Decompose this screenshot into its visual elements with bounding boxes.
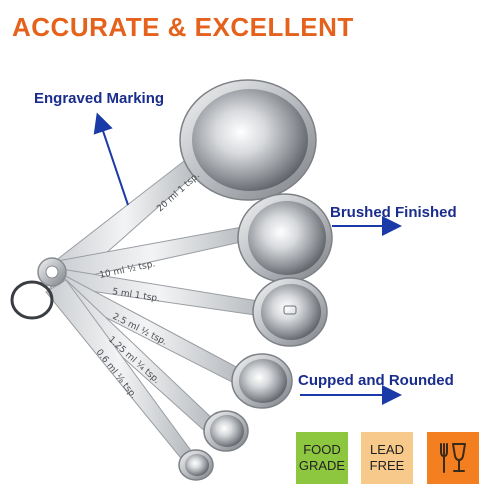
spoon-6-bowl (178, 449, 214, 481)
spoon-2-bowl (237, 193, 333, 283)
lead-free-line-2: FREE (369, 458, 405, 473)
spoon-4-bowl (231, 353, 293, 409)
spoon-1-bowl (179, 79, 317, 201)
cupped-rounded-callout: Cupped and Rounded (298, 372, 454, 389)
engraved-arrow (93, 112, 129, 206)
lead-free-badge: LEAD FREE (361, 432, 413, 484)
food-grade-badge: FOOD GRADE (296, 432, 348, 484)
food-grade-line-1: FOOD (303, 442, 341, 457)
food-safe-icon (440, 443, 466, 473)
spoon-bowls (178, 79, 333, 481)
key-ring (10, 257, 67, 320)
engraved-marking-callout: Engraved Marking (34, 90, 165, 107)
food-safe-badge (427, 432, 479, 484)
brushed-finished-callout: Brushed Finished (330, 204, 457, 221)
spoon-3-bowl (252, 277, 328, 347)
headline: ACCURATE & EXCELLENT (12, 12, 354, 42)
food-grade-line-2: GRADE (298, 458, 346, 473)
lead-free-line-1: LEAD (370, 442, 404, 457)
spoon-5-bowl (203, 410, 249, 452)
